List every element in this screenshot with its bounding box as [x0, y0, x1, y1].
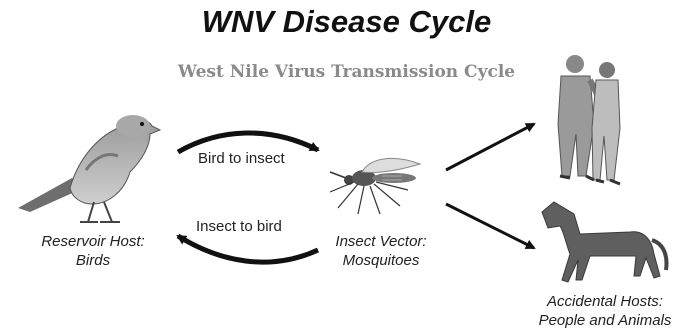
- reservoir-host-caption: Reservoir Host: Birds: [18, 232, 168, 270]
- reservoir-host-line1: Reservoir Host:: [18, 232, 168, 251]
- insect-vector-line2: Mosquitoes: [306, 251, 456, 270]
- insect-vector-caption: Insect Vector: Mosquitoes: [306, 232, 456, 270]
- bird-to-insect-label: Bird to insect: [198, 150, 285, 167]
- people-icon: [558, 55, 620, 184]
- reservoir-host-line2: Birds: [18, 251, 168, 270]
- insect-vector-line1: Insect Vector:: [306, 232, 456, 251]
- bird-icon: [18, 115, 160, 222]
- accidental-hosts-caption: Accidental Hosts: People and Animals: [520, 292, 690, 330]
- mosquito-icon: [330, 158, 420, 214]
- accidental-hosts-line1: Accidental Hosts:: [520, 292, 690, 311]
- insect-to-bird-arrow: [178, 236, 318, 262]
- to-animals-arrow: [446, 204, 534, 248]
- horse-icon: [542, 202, 666, 282]
- insect-to-bird-label: Insect to bird: [196, 218, 282, 235]
- to-people-arrow: [446, 124, 534, 170]
- accidental-hosts-line2: People and Animals: [520, 311, 690, 330]
